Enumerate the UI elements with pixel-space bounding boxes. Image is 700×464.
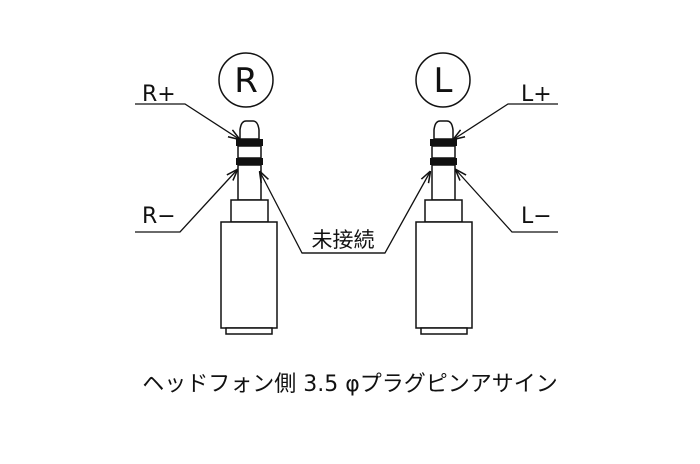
right-plug-sleeve xyxy=(237,164,262,201)
leader-r-plus xyxy=(135,103,239,139)
right-plug-tip xyxy=(239,120,260,140)
leader-unconnected-left xyxy=(302,172,430,254)
right-plug-tip-ring xyxy=(236,139,263,146)
left-plug-tip xyxy=(433,120,454,140)
left-channel-badge: L xyxy=(415,52,471,108)
callout-r-plus: R+ xyxy=(135,82,239,139)
pin-label-l-plus: L+ xyxy=(521,82,552,107)
leader-r-minus xyxy=(135,170,237,233)
left-plug-housing-base xyxy=(420,327,468,335)
callout-r-minus: R− xyxy=(135,170,237,233)
right-plug-segment xyxy=(237,145,262,159)
callout-unconnected: 未接続 xyxy=(260,172,430,254)
left-plug-ring xyxy=(430,158,457,165)
left-plug-segment xyxy=(431,145,456,159)
unconnected-label: 未接続 xyxy=(312,228,375,252)
diagram-caption: ヘッドフォン側 3.5 φプラグピンアサイン xyxy=(142,372,558,397)
left-channel-circle xyxy=(415,52,471,108)
right-plug-ring xyxy=(236,158,263,165)
pin-label-r-plus: R+ xyxy=(142,82,176,107)
right-plug-housing xyxy=(220,221,278,329)
right-channel-label: R xyxy=(234,61,258,101)
pin-label-l-minus: L− xyxy=(521,204,552,229)
callout-l-minus: L− xyxy=(456,170,558,233)
pin-label-r-minus: R− xyxy=(142,204,176,229)
right-plug-housing-base xyxy=(225,327,273,335)
left-plug-tip-ring xyxy=(430,139,457,146)
left-plug xyxy=(415,120,473,335)
right-plug-collar xyxy=(230,199,269,223)
leader-l-plus xyxy=(454,103,558,139)
left-channel-label: L xyxy=(434,61,453,101)
right-channel-circle xyxy=(218,52,274,108)
leader-l-minus xyxy=(456,170,558,233)
left-plug-sleeve xyxy=(431,164,456,201)
left-plug-collar xyxy=(424,199,463,223)
right-plug xyxy=(220,120,278,335)
left-plug-housing xyxy=(415,221,473,329)
callout-l-plus: L+ xyxy=(454,82,558,139)
right-channel-badge: R xyxy=(218,52,274,108)
